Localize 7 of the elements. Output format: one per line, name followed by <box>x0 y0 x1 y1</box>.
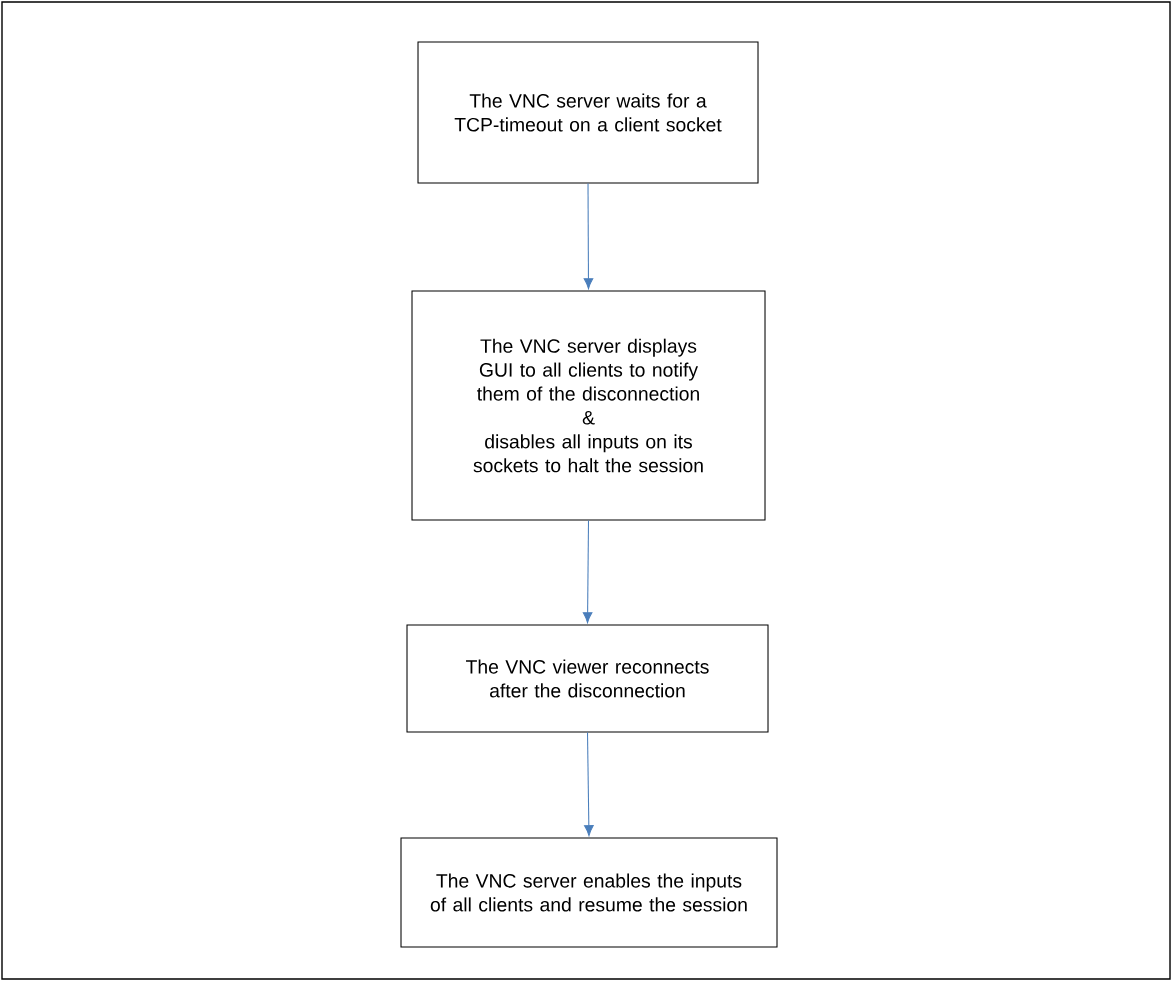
arrow <box>583 183 594 290</box>
arrow <box>582 520 593 624</box>
arrow <box>584 732 594 837</box>
process-box: The VNC viewer reconnects after the disconnection <box>406 624 769 733</box>
process-box: The VNC server waits for a TCP-timeout on a client socket <box>417 41 759 184</box>
process-box: The VNC server enables the inputs of all clients and resume the session <box>400 837 778 948</box>
process-box: The VNC server displays GUI to all clients to notify them of the disconnection & disables all inputs on its sockets to halt the session <box>411 290 766 521</box>
